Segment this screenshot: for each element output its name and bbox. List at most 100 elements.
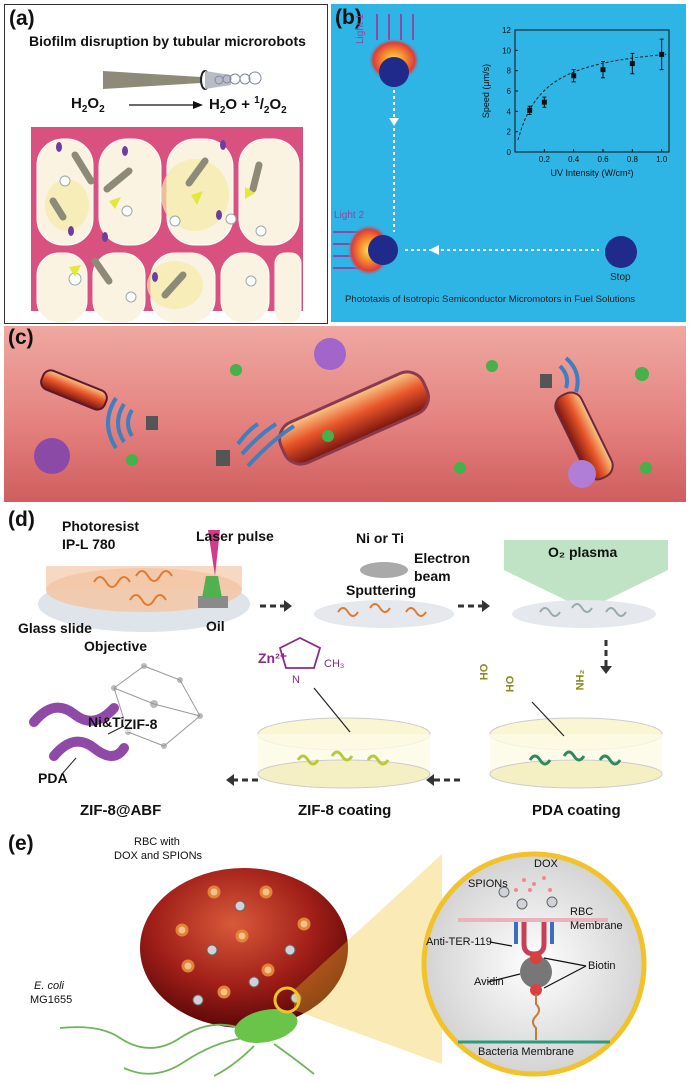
panel-a-figure bbox=[31, 70, 303, 323]
y-tick-label: 8 bbox=[507, 67, 512, 76]
y-tick-label: 6 bbox=[507, 87, 512, 96]
x-tick-label: 0.6 bbox=[597, 155, 609, 164]
sound-wave-icon bbox=[106, 356, 580, 468]
ni-ti-label: Ni or Ti bbox=[356, 530, 404, 546]
electron-label: Electron bbox=[414, 550, 471, 566]
eq-o2: O bbox=[269, 96, 282, 113]
beam-label: beam bbox=[414, 568, 451, 584]
sputtering-label: Sputtering bbox=[346, 582, 416, 598]
dox-label: DOX bbox=[534, 858, 558, 870]
objective-label: Objective bbox=[84, 638, 148, 654]
helix-microrobot bbox=[29, 702, 129, 761]
fit-curve bbox=[517, 53, 667, 141]
stop-label: Stop bbox=[610, 272, 631, 283]
avidin-label: Avidin bbox=[474, 976, 504, 988]
panel-a: (a) Biofilm disruption by tubular micror… bbox=[4, 4, 328, 324]
data-point bbox=[659, 51, 665, 57]
tube-microrobot-icon bbox=[103, 71, 201, 89]
n-label: N bbox=[292, 674, 300, 686]
zn-label: Zn²⁺ bbox=[258, 650, 288, 666]
eq-sub3: 2 bbox=[219, 105, 226, 116]
data-point bbox=[571, 73, 577, 79]
eq-h2: H bbox=[209, 96, 220, 113]
nh2-label: NH₂ bbox=[574, 669, 587, 691]
ho2-label: HO bbox=[504, 675, 517, 693]
zif8abf-label: ZIF-8@ABF bbox=[80, 802, 162, 819]
anti-ter-label: Anti-TER-119 bbox=[426, 936, 492, 948]
spions-label: SPIONs bbox=[468, 878, 508, 890]
equation-reactant: H2O2 bbox=[71, 95, 105, 115]
acoustic-microrobot-scene bbox=[34, 338, 652, 488]
nanotube-right bbox=[554, 391, 614, 481]
rbc-label-1: RBC with bbox=[134, 836, 180, 848]
ipl-label: IP-L 780 bbox=[62, 536, 116, 552]
rbc-membrane-label-2: Membrane bbox=[570, 920, 623, 932]
panel-a-label: (a) bbox=[9, 7, 35, 30]
x-axis-label: UV Intensity (W/cm²) bbox=[550, 168, 633, 178]
eq-sub5: 2 bbox=[281, 105, 287, 116]
light2-label: Light 2 bbox=[334, 210, 365, 221]
data-point bbox=[541, 99, 547, 105]
rbc-label-2: DOX and SPIONs bbox=[114, 850, 203, 862]
biotin-label: Biotin bbox=[588, 960, 616, 972]
panel-a-title: Biofilm disruption by tubular microrobot… bbox=[29, 33, 306, 49]
panel-b: (b) Light 1 Light 2 Stop Phototaxis of I… bbox=[331, 4, 686, 322]
mg-label: MG1655 bbox=[30, 994, 73, 1006]
y-tick-label: 4 bbox=[507, 107, 512, 116]
zif8coat-label: ZIF-8 coating bbox=[298, 802, 392, 819]
eq-sup: 1 bbox=[254, 95, 260, 106]
ecoli-label: E. coli bbox=[34, 980, 64, 992]
rbc-membrane-label-1: RBC bbox=[570, 906, 594, 918]
data-point bbox=[527, 107, 533, 113]
y-tick-label: 2 bbox=[507, 128, 512, 137]
nanotube-left bbox=[40, 369, 108, 411]
eq-o: O bbox=[87, 95, 100, 112]
chart-frame bbox=[514, 29, 670, 153]
micromotor-top bbox=[379, 57, 409, 87]
data-point bbox=[629, 61, 635, 67]
x-tick-label: 0.2 bbox=[539, 155, 551, 164]
pdacoat-label: PDA coating bbox=[532, 802, 621, 819]
x-tick-label: 0.4 bbox=[568, 155, 580, 164]
panel-c-label: (c) bbox=[8, 326, 34, 349]
photoresist-label: Photoresist bbox=[62, 518, 140, 534]
o2plasma-label: O₂ plasma bbox=[548, 544, 618, 560]
panel-b-caption: Phototaxis of Isotropic Semiconductor Mi… bbox=[345, 294, 636, 305]
zif8-lattice bbox=[111, 663, 203, 749]
rbc-bacteria-scene bbox=[59, 851, 647, 1077]
pda-label: PDA bbox=[38, 770, 68, 786]
x-tick-label: 1.0 bbox=[656, 155, 668, 164]
phototaxis-scene bbox=[333, 14, 637, 276]
y-axis-label: Speed (μm/s) bbox=[481, 64, 491, 118]
oil-label: Oil bbox=[206, 618, 225, 634]
fabrication-scheme bbox=[29, 530, 668, 789]
speaker-icon bbox=[146, 374, 552, 466]
bacteria-icon bbox=[126, 360, 652, 474]
light1-label: Light 1 bbox=[355, 13, 366, 44]
micromotor-bottom bbox=[368, 235, 398, 265]
micromotor-stop bbox=[605, 236, 637, 268]
nanotube-center bbox=[278, 370, 430, 466]
eq-h: H bbox=[71, 95, 82, 112]
x-tick-label: 0.8 bbox=[627, 155, 639, 164]
plasma-arrow bbox=[504, 540, 668, 610]
eq-sub2: 2 bbox=[99, 104, 105, 115]
y-tick-label: 10 bbox=[502, 46, 511, 55]
panel-b-label: (b) bbox=[335, 6, 362, 29]
eq-slash: / bbox=[259, 96, 264, 113]
flagella-icon bbox=[59, 1023, 315, 1077]
panel-d: (d) bbox=[4, 506, 686, 828]
red-blood-cell bbox=[140, 868, 348, 1028]
eq-sub: 2 bbox=[81, 104, 88, 115]
laser-label: Laser pulse bbox=[196, 528, 274, 544]
panel-e-label: (e) bbox=[8, 832, 34, 855]
bacteria-membrane-label: Bacteria Membrane bbox=[478, 1046, 574, 1058]
y-tick-label: 0 bbox=[507, 148, 512, 157]
panel-c: (c) bbox=[4, 326, 686, 502]
ch3-label: CH₃ bbox=[324, 658, 345, 670]
ecoli-bacterium bbox=[234, 1008, 298, 1044]
ho1-label: HO bbox=[478, 663, 491, 681]
eq-o-plus: O + bbox=[225, 96, 255, 113]
panel-e: (e) RBC with DOX and SPIONs E. coli bbox=[4, 832, 686, 1080]
